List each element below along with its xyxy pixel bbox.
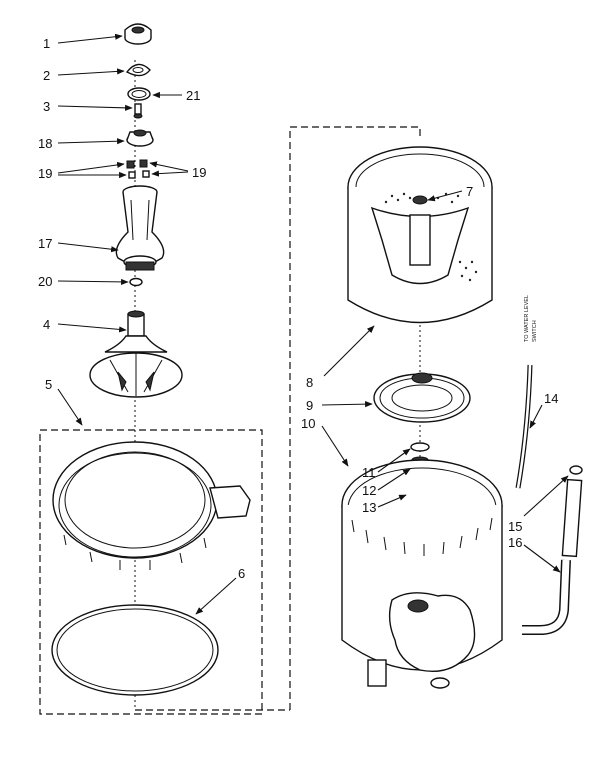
callout-9: 9 <box>306 398 313 413</box>
seal-ring-part <box>129 277 143 287</box>
callout-5: 5 <box>45 377 52 392</box>
callout-labels: 1 2 21 3 18 19 19 17 20 4 5 6 7 8 9 10 1… <box>38 36 558 581</box>
retaining-ring-part <box>127 87 151 101</box>
callout-12: 12 <box>362 483 376 498</box>
callout-11: 11 <box>362 465 376 480</box>
agitator-barrel-part <box>115 185 165 271</box>
callout-13: 13 <box>362 500 376 515</box>
agitator-base-part <box>89 310 183 398</box>
callout-16: 16 <box>508 535 522 550</box>
callout-10: 10 <box>301 416 315 431</box>
cam-part <box>126 129 154 147</box>
callout-2: 2 <box>43 68 50 83</box>
callout-1: 1 <box>43 36 50 51</box>
callout-14: 14 <box>544 391 558 406</box>
callout-17: 17 <box>38 236 52 251</box>
cap-seal-part <box>125 63 151 77</box>
callout-19-left: 19 <box>38 166 52 181</box>
callout-19-right: 19 <box>192 165 206 180</box>
callout-18: 18 <box>38 136 52 151</box>
dog-parts <box>126 159 150 179</box>
basket-part <box>347 146 493 324</box>
assembly-guide-lines <box>39 60 421 715</box>
small-bolt-part <box>133 103 143 119</box>
callout-15: 15 <box>508 519 522 534</box>
leader-lines <box>57 33 569 615</box>
callout-8: 8 <box>306 375 313 390</box>
callout-21: 21 <box>186 88 200 103</box>
callout-20: 20 <box>38 274 52 289</box>
callout-4: 4 <box>43 317 50 332</box>
tub-ring-part <box>52 441 251 570</box>
note-switch: SWITCH <box>532 320 538 342</box>
callout-7: 7 <box>466 184 473 199</box>
outer-tub-part <box>341 459 503 689</box>
callout-3: 3 <box>43 99 50 114</box>
hub-ring-part <box>373 372 471 423</box>
note-water-level-switch: TO WATER LEVEL <box>524 295 530 342</box>
hose-parts <box>515 364 583 635</box>
callout-6: 6 <box>238 566 245 581</box>
tub-gasket-part <box>51 604 219 696</box>
agitator-cap-part <box>124 23 152 45</box>
